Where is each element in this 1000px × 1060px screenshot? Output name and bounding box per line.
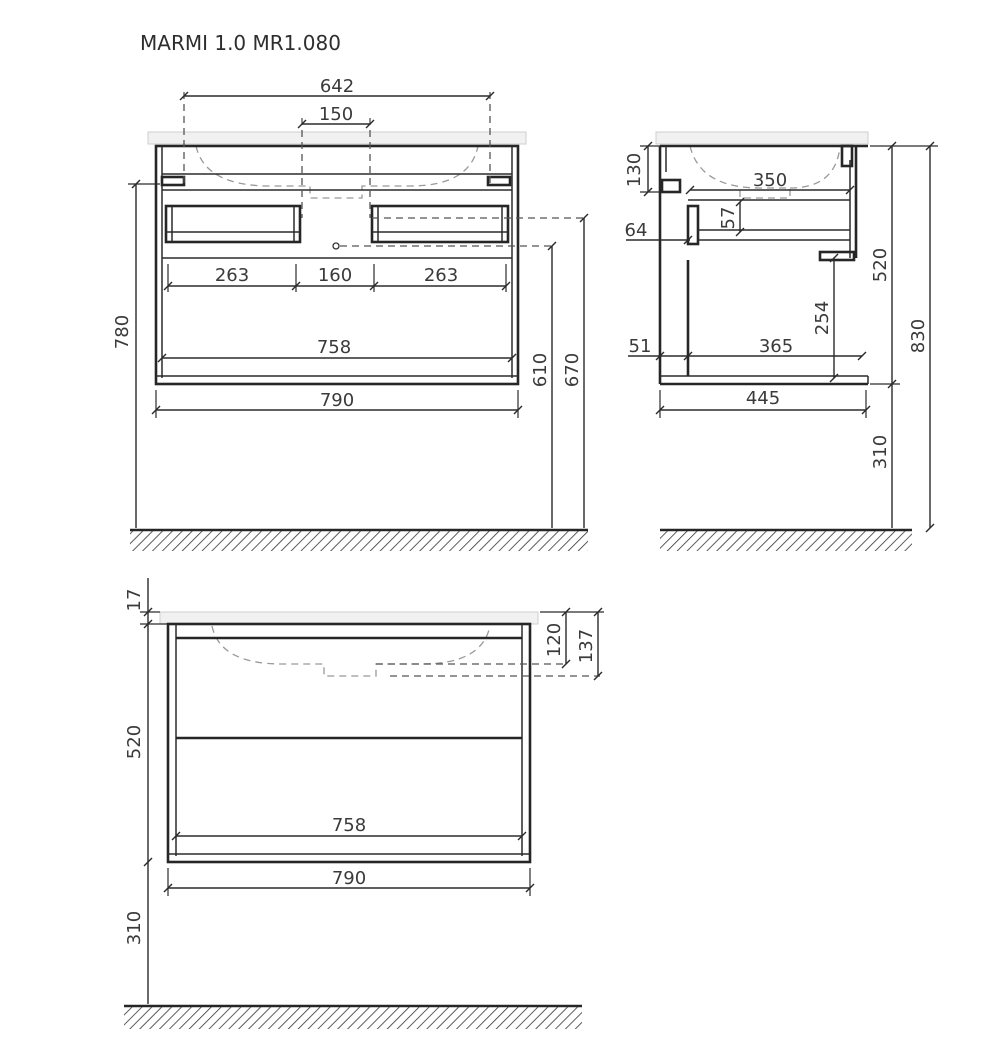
dim-side-365: 365 (759, 336, 793, 357)
dim-top-thickness: 17 (124, 589, 145, 612)
dim-basin-width: 642 (320, 76, 354, 97)
dim-side-total-height: 830 (908, 319, 929, 353)
front-right-compartment (370, 204, 510, 244)
dim-side-depth: 445 (746, 388, 780, 409)
dim-left-compartment: 263 (215, 265, 249, 286)
front-cabinet-body (154, 144, 520, 386)
dim-side-130: 130 (624, 153, 645, 187)
side-basin-outline (689, 145, 841, 199)
side-shelf-front (686, 204, 700, 246)
dim-lower-body-height: 520 (124, 725, 145, 759)
dim-side-254: 254 (812, 301, 833, 335)
drawing-title: MARMI 1.0 MR1.080 (140, 31, 341, 55)
dim-height-610: 610 (530, 353, 551, 387)
side-countertop (655, 131, 869, 145)
side-rear-bracket (840, 144, 854, 168)
front-right-bracket (486, 175, 512, 187)
lower-cabinet-body (166, 622, 532, 864)
dim-side-51: 51 (629, 336, 652, 357)
dim-side-body-height: 520 (870, 248, 891, 282)
dim-drain-width: 150 (319, 104, 353, 125)
front-floor-hatch (130, 531, 588, 551)
drain-symbol (332, 242, 340, 250)
dim-lower-137: 137 (576, 629, 597, 663)
dim-lower-inner-width: 758 (332, 815, 366, 836)
dim-inner-width: 758 (317, 337, 351, 358)
front-left-compartment (164, 204, 302, 244)
front-basin-outline (195, 145, 479, 199)
lower-countertop (159, 611, 539, 625)
front-view: 642 150 263 160 263 758 790 7 (112, 76, 589, 551)
front-left-bracket (160, 175, 186, 187)
dim-center-gap: 160 (318, 265, 352, 286)
side-view: 130 350 64 57 254 51 365 445 (624, 131, 938, 551)
front-countertop (147, 131, 527, 145)
dim-height-670: 670 (562, 353, 583, 387)
side-floor-hatch (660, 531, 912, 551)
dim-side-floor-gap: 310 (870, 435, 891, 469)
dim-side-57: 57 (718, 207, 739, 230)
side-support (818, 250, 856, 262)
dim-right-compartment: 263 (424, 265, 458, 286)
dim-side-64: 64 (625, 220, 648, 241)
side-bracket (660, 178, 682, 194)
dim-lower-floor-gap: 310 (124, 911, 145, 945)
dim-total-height: 780 (112, 315, 133, 349)
dim-outer-width: 790 (320, 390, 354, 411)
lower-basin-outline (211, 625, 491, 677)
dim-lower-outer-width: 790 (332, 868, 366, 889)
lower-floor-hatch (124, 1007, 582, 1029)
lower-front-view: 17 520 310 120 137 758 790 (124, 578, 604, 1029)
dim-lower-120: 120 (544, 623, 565, 657)
dim-basin-depth: 350 (753, 170, 787, 191)
